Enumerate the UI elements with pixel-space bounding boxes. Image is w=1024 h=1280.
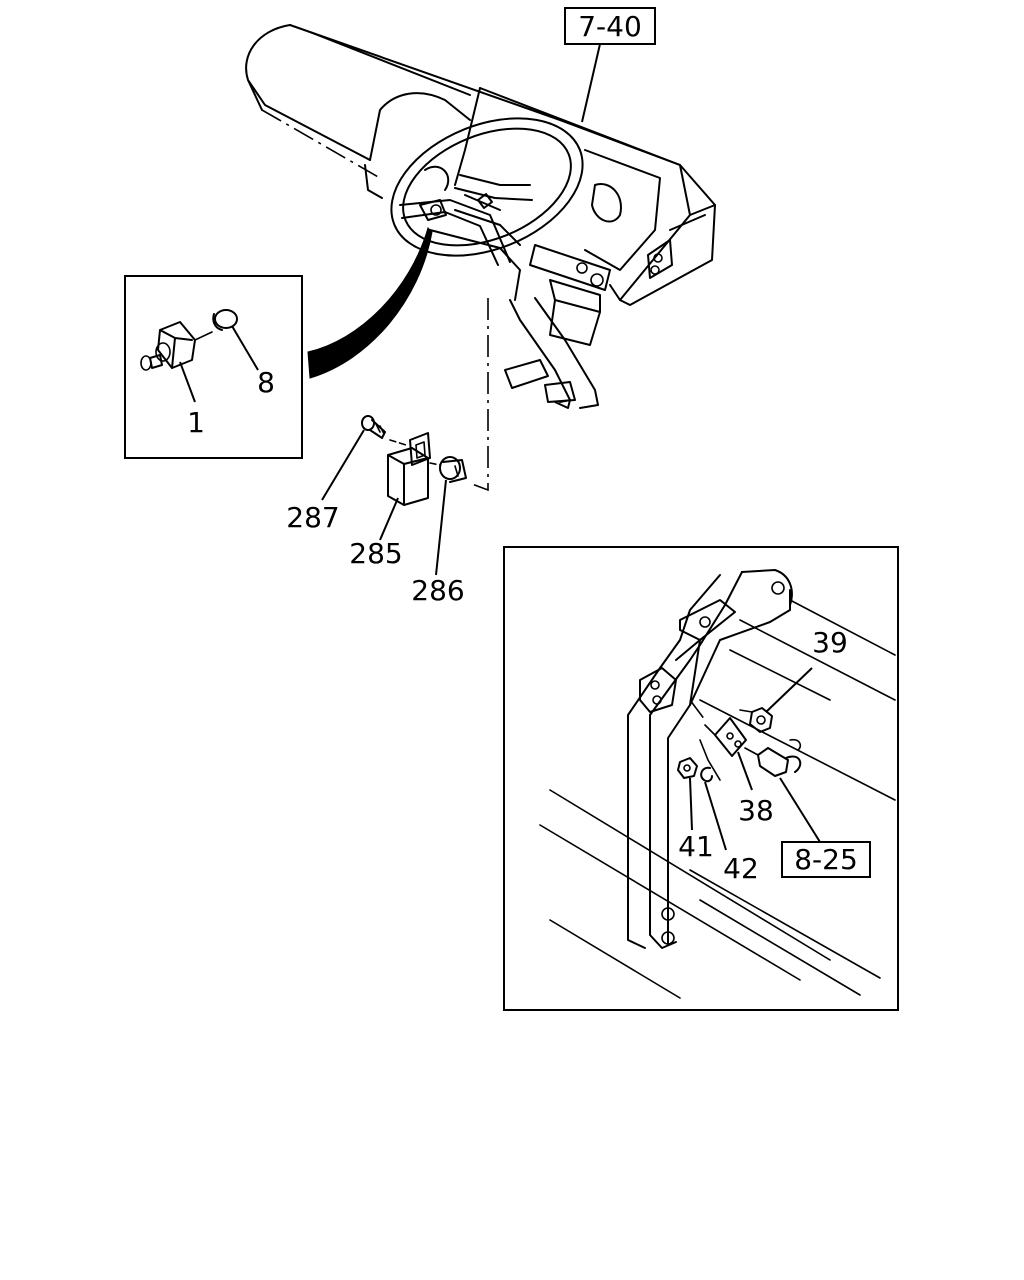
label-part-287: 287 <box>286 501 339 534</box>
screw-part-287 <box>361 415 386 439</box>
dashboard-ref-callout: 7-40 <box>564 7 656 123</box>
bracket-ref-label: 8-25 <box>794 843 858 876</box>
nut-part-39 <box>739 707 773 733</box>
label-part-38: 38 <box>738 794 774 827</box>
clip-part-286 <box>439 456 467 483</box>
dashboard-ref-box <box>564 7 656 45</box>
bracket-inset-frame <box>503 546 899 1011</box>
switch-part-1 <box>140 321 213 371</box>
dashboard-ref-label: 7-40 <box>578 10 642 43</box>
cap-part-8 <box>212 309 238 331</box>
nut-part-41 <box>677 757 698 779</box>
bracket-ref-box <box>781 841 871 878</box>
dashboard-assembly <box>245 24 716 492</box>
washer-part-42 <box>700 766 713 783</box>
relay-part-285 <box>387 432 431 506</box>
switch-inset: 1 8 <box>124 275 303 459</box>
label-part-39: 39 <box>812 626 848 659</box>
plate-part-38 <box>699 717 747 781</box>
bracket-inset: 39 38 41 42 8-25 <box>503 546 899 1011</box>
relay-group: 287 285 286 <box>286 415 467 607</box>
label-part-42: 42 <box>723 852 759 885</box>
label-part-286: 286 <box>411 574 464 607</box>
label-part-41: 41 <box>678 830 714 863</box>
label-part-285: 285 <box>349 537 402 570</box>
label-part-1: 1 <box>187 406 205 439</box>
label-part-8: 8 <box>257 366 275 399</box>
stop-switch <box>744 738 802 777</box>
